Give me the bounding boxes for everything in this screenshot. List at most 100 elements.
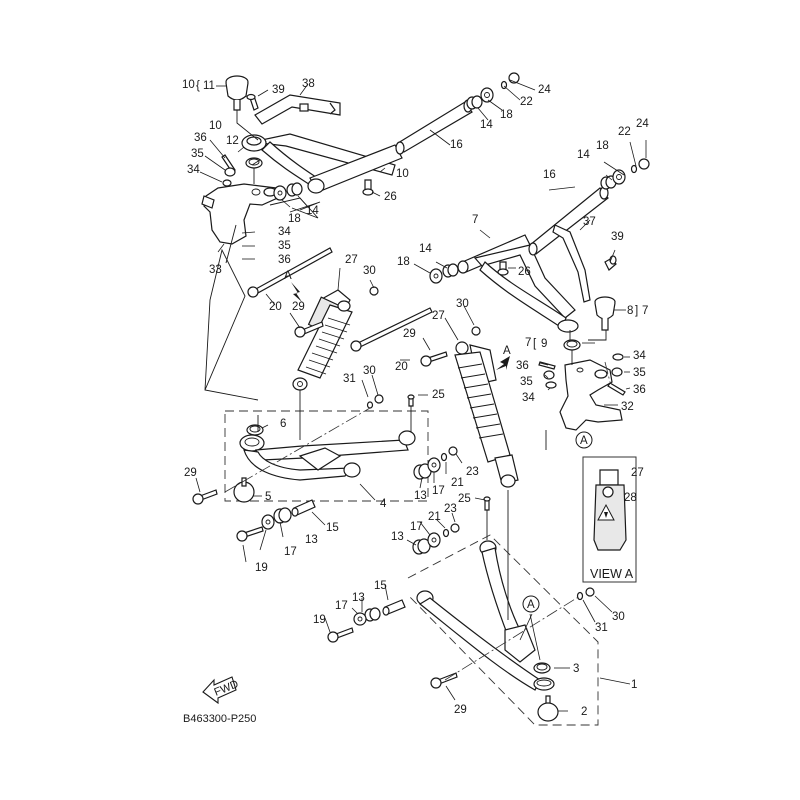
bolt-20b[interactable] [350, 307, 433, 352]
nut-30a[interactable] [369, 286, 379, 296]
washer-22b[interactable] [630, 164, 638, 174]
washer-31a[interactable] [366, 401, 374, 409]
knuckle-33[interactable] [201, 183, 283, 245]
view-arrow-a-left [291, 282, 302, 302]
bushing-13c[interactable] [412, 538, 431, 555]
callout-21: 21 [451, 477, 464, 489]
callout-13: 13 [414, 490, 427, 502]
callout-29: 29 [292, 301, 305, 313]
callout-17: 17 [410, 521, 423, 533]
callout-17: 17 [432, 485, 445, 497]
callout-9: 9 [541, 338, 547, 350]
bushing-14c[interactable] [600, 175, 617, 190]
washer-17d[interactable] [353, 612, 367, 626]
callout-14: 14 [306, 205, 319, 217]
callout-11: 11 [203, 80, 215, 92]
hose-holder-37[interactable] [552, 224, 591, 303]
nut-35a[interactable] [224, 167, 236, 177]
ball-joint-5[interactable] [233, 477, 255, 503]
lower-arm-right-group-box [407, 534, 599, 726]
washer-18b[interactable] [273, 185, 287, 201]
callout-3: 3 [573, 663, 579, 675]
lower-arm-right[interactable] [416, 540, 555, 691]
callout-7: 7 [472, 214, 478, 226]
nut-30b[interactable] [471, 326, 481, 336]
circlip-12[interactable] [245, 157, 263, 169]
washer-17a[interactable] [261, 514, 275, 530]
bolt-26a[interactable] [362, 179, 374, 196]
washer-31b[interactable] [576, 591, 584, 601]
bushing-13d[interactable] [364, 607, 381, 622]
lower-arm-left[interactable] [239, 430, 416, 481]
washer-17b[interactable] [427, 457, 441, 473]
hose-holder-38[interactable] [254, 94, 341, 125]
bushing-13a[interactable] [273, 507, 292, 524]
callout-18: 18 [596, 140, 609, 152]
callout-30: 30 [363, 365, 376, 377]
callout-23: 23 [466, 466, 479, 478]
callout-19: 19 [255, 562, 268, 574]
bolt-25a[interactable] [407, 394, 415, 407]
bolt-39-left[interactable] [246, 93, 259, 111]
ball-joint-8[interactable] [594, 296, 616, 331]
callout-29: 29 [454, 704, 467, 716]
callout-6: 6 [280, 418, 286, 430]
bushing-14d[interactable] [442, 263, 459, 278]
callout-30: 30 [612, 611, 625, 623]
shock-absorber-right[interactable] [454, 341, 519, 488]
bolt-39-right[interactable] [604, 255, 617, 271]
collar-15b[interactable] [382, 599, 406, 616]
washer-18d[interactable] [429, 268, 443, 284]
cotter-pin-36d[interactable] [607, 382, 626, 396]
callout-18: 18 [288, 213, 301, 225]
collar-15a[interactable] [291, 499, 316, 517]
nut-23b[interactable] [450, 523, 460, 533]
view-a-label: VIEW A [590, 567, 634, 581]
bolt-29c[interactable] [192, 489, 218, 505]
knuckle-32[interactable] [559, 359, 623, 431]
washer-34a[interactable] [222, 179, 232, 187]
bushing-14a[interactable] [466, 95, 483, 110]
bolt-29b[interactable] [420, 351, 448, 367]
nut-30d[interactable] [585, 587, 595, 597]
circlip-6[interactable] [246, 424, 264, 436]
washer-21b[interactable] [442, 528, 450, 538]
washer-34d[interactable] [612, 353, 624, 361]
circlip-9[interactable] [563, 339, 581, 351]
nut-35d[interactable] [611, 367, 623, 377]
bushing-13b[interactable] [413, 463, 432, 480]
bolt-26b[interactable] [497, 261, 509, 276]
bracket: { [196, 80, 200, 92]
callout-26: 26 [384, 191, 397, 203]
callout-36: 36 [278, 254, 291, 266]
fwd-label: FWD [213, 678, 241, 699]
ball-joint-2[interactable] [537, 695, 559, 722]
upper-arm-left[interactable] [241, 99, 473, 194]
circlip-3[interactable] [533, 662, 551, 674]
washer-21a[interactable] [440, 452, 448, 462]
nut-23a[interactable] [448, 446, 458, 456]
callout-35: 35 [191, 148, 204, 160]
bolt-19a[interactable] [236, 526, 264, 542]
callout-18: 18 [500, 109, 513, 121]
callout-13: 13 [305, 534, 318, 546]
bolt-25b[interactable] [483, 496, 491, 511]
callout-14: 14 [577, 149, 590, 161]
bushing-14b[interactable] [286, 182, 303, 197]
washer-17c[interactable] [427, 532, 441, 548]
nut-30c[interactable] [374, 394, 384, 404]
bracket: ] [635, 305, 638, 317]
upper-arm-right[interactable] [457, 186, 609, 333]
bolt-19b[interactable] [327, 627, 354, 643]
washer-34c[interactable] [545, 381, 557, 389]
callout-31: 31 [343, 373, 356, 385]
ball-joint-11[interactable] [225, 75, 249, 111]
callout-14: 14 [480, 119, 493, 131]
callout-8: 8 [627, 305, 633, 317]
callout-36: 36 [194, 132, 207, 144]
nut-24b[interactable] [638, 158, 650, 170]
callout-27: 27 [631, 467, 644, 479]
washer-18a[interactable] [480, 87, 494, 103]
bolt-29a[interactable] [294, 321, 324, 338]
bolt-20a[interactable] [247, 247, 333, 298]
